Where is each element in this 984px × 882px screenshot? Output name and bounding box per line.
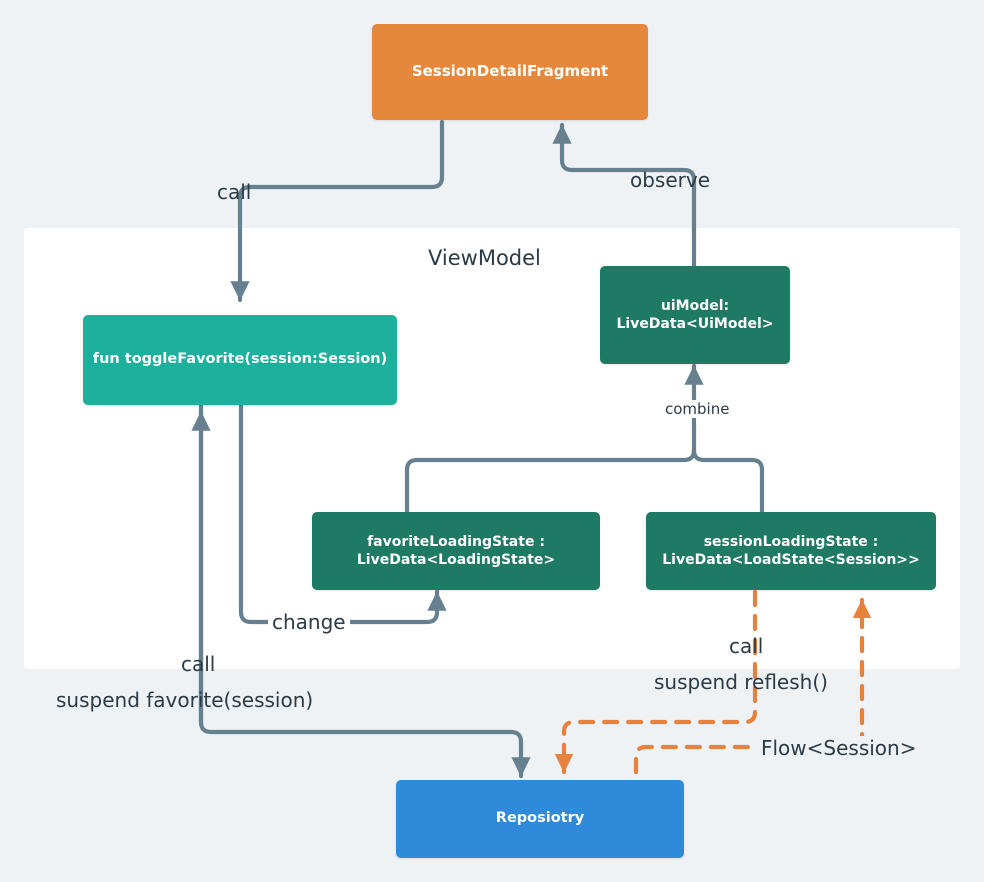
node-session-detail-fragment-label: SessionDetailFragment bbox=[411, 62, 609, 81]
edge-flow-session-repo-to-state bbox=[633, 744, 755, 775]
node-session-loading-state-line2: LiveData<LoadState<Session>> bbox=[662, 552, 920, 568]
edge-label-call-fragment-to-toggle: call bbox=[217, 180, 252, 204]
edge-label-flow-session: Flow<Session> bbox=[758, 736, 920, 760]
edge-label-change: change bbox=[268, 610, 350, 634]
node-favorite-loading-state-line2: LiveData<LoadingState> bbox=[356, 552, 556, 568]
node-toggle-favorite-label: fun toggleFavorite(session:Session) bbox=[92, 351, 388, 368]
node-ui-model-line2: LiveData<UiModel> bbox=[616, 316, 774, 332]
node-repository[interactable]: Reposiotry bbox=[396, 780, 684, 858]
edge-label-observe: observe bbox=[630, 168, 711, 192]
node-toggle-favorite[interactable]: fun toggleFavorite(session:Session) bbox=[83, 315, 397, 405]
node-ui-model-line1: uiModel: bbox=[660, 297, 730, 314]
node-session-detail-fragment[interactable]: SessionDetailFragment bbox=[372, 24, 648, 120]
edge-label-suspend-favorite: suspend favorite(session) bbox=[56, 688, 314, 712]
viewmodel-panel bbox=[24, 228, 960, 669]
edge-label-combine: combine bbox=[661, 400, 734, 418]
node-favorite-loading-state-line1: favoriteLoadingState : bbox=[367, 533, 545, 550]
node-ui-model[interactable]: uiModel: LiveData<UiModel> bbox=[600, 266, 790, 364]
node-repository-label: Reposiotry bbox=[495, 810, 585, 827]
edge-label-suspend-reflesh: suspend reflesh() bbox=[654, 670, 828, 694]
node-favorite-loading-state[interactable]: favoriteLoadingState : LiveData<LoadingS… bbox=[312, 512, 600, 590]
edge-label-call-session-state-to-repo: call bbox=[729, 634, 764, 658]
viewmodel-panel-title: ViewModel bbox=[428, 246, 541, 270]
node-session-loading-state[interactable]: sessionLoadingState : LiveData<LoadState… bbox=[646, 512, 936, 590]
node-session-loading-state-line1: sessionLoadingState : bbox=[703, 533, 879, 550]
edge-label-call-toggle-to-repo: call bbox=[181, 652, 216, 676]
